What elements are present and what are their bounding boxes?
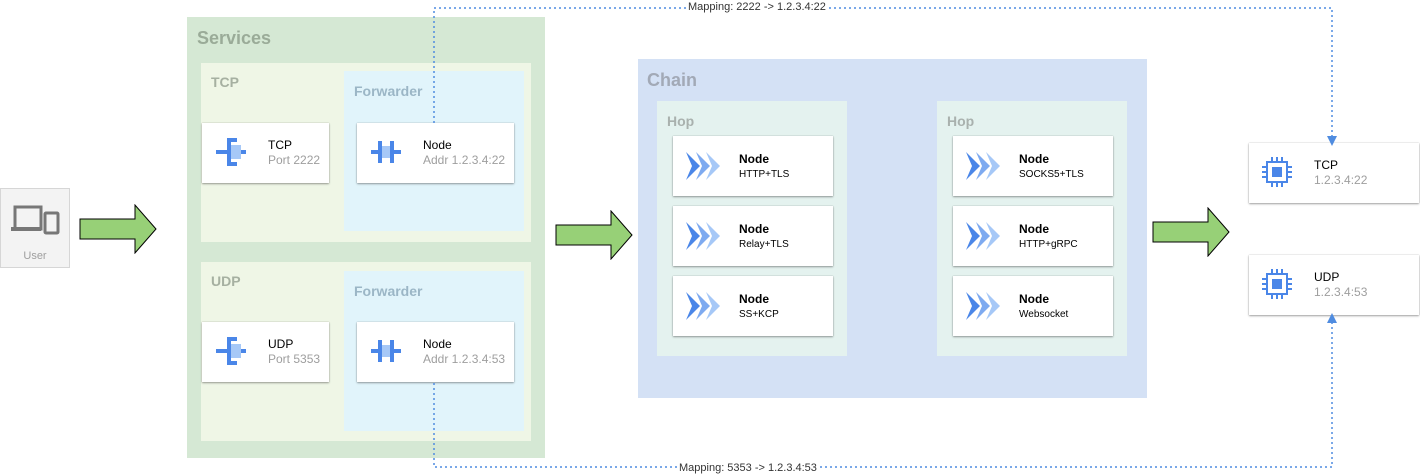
udp-service-card[interactable]: UDP Port 5353 [202, 322, 329, 382]
hop-1-node-2-card[interactable]: Node Relay+TLS [673, 206, 833, 266]
tcp-forwarder-node-title: Node [423, 138, 452, 152]
hop-2-node-1-protocol: SOCKS5+TLS [1019, 169, 1084, 180]
cpu-chip-icon [1262, 269, 1292, 299]
load-balancer-icon [216, 337, 246, 365]
cpu-chip-icon [1262, 157, 1292, 187]
hop-1-node-2-title: Node [739, 222, 769, 236]
chain-title: Chain [647, 70, 698, 90]
udp-forwarder-node-title: Node [423, 337, 452, 351]
hop-2-node-2-card[interactable]: Node HTTP+gRPC [953, 206, 1113, 266]
udp-service-title: UDP [268, 337, 294, 351]
target-udp-card[interactable]: UDP 1.2.3.4:53 [1249, 255, 1419, 315]
target-udp-title: UDP [1314, 270, 1340, 284]
user-label: User [23, 250, 47, 262]
tcp-group-title: TCP [211, 74, 239, 90]
tcp-service-title: TCP [268, 138, 292, 152]
tcp-forwarder-node-card[interactable]: Node Addr 1.2.3.4:22 [357, 123, 514, 183]
arrow-user-to-services [79, 204, 157, 254]
target-udp-addr: 1.2.3.4:53 [1314, 285, 1368, 299]
target-tcp-addr: 1.2.3.4:22 [1314, 173, 1368, 187]
target-tcp-card[interactable]: TCP 1.2.3.4:22 [1249, 143, 1419, 203]
cloud-run-icon [966, 152, 1000, 180]
hop-2-node-3-title: Node [1019, 292, 1049, 306]
udp-service-port: Port 5353 [268, 352, 321, 366]
target-tcp-title: TCP [1314, 158, 1338, 172]
hop-1-node-3-protocol: SS+KCP [739, 309, 779, 320]
cloud-run-icon [966, 292, 1000, 320]
hop-1-node-3-title: Node [739, 292, 769, 306]
services-title: Services [197, 28, 272, 48]
network-node-icon [371, 141, 401, 163]
hop-1-node-3-card[interactable]: Node SS+KCP [673, 276, 833, 336]
cloud-run-icon [686, 292, 720, 320]
hop-1-node-2-protocol: Relay+TLS [739, 239, 789, 250]
devices-icon [11, 205, 60, 235]
network-node-icon [371, 340, 401, 362]
tcp-forwarder-node-addr: Addr 1.2.3.4:22 [423, 153, 506, 167]
arrow-chain-to-targets [1152, 207, 1230, 257]
tcp-service-port: Port 2222 [268, 153, 321, 167]
cloud-run-icon [966, 222, 1000, 250]
hop-2-node-2-title: Node [1019, 222, 1049, 236]
udp-mapping-label: Mapping: 5353 -> 1.2.3.4:53 [677, 462, 819, 474]
load-balancer-icon [216, 138, 246, 166]
hop-1-title: Hop [667, 113, 695, 129]
cloud-run-icon [686, 152, 720, 180]
udp-forwarder-node-card[interactable]: Node Addr 1.2.3.4:53 [357, 322, 514, 382]
hop-2-title: Hop [947, 113, 975, 129]
udp-forwarder-node-addr: Addr 1.2.3.4:53 [423, 352, 506, 366]
hop-2-node-2-protocol: HTTP+gRPC [1019, 239, 1078, 250]
arrow-services-to-chain [555, 210, 633, 260]
tcp-mapping-label: Mapping: 2222 -> 1.2.3.4:22 [686, 1, 828, 13]
hop-1-node-1-protocol: HTTP+TLS [739, 169, 790, 180]
hop-2-node-1-card[interactable]: Node SOCKS5+TLS [953, 136, 1113, 196]
user-box[interactable] [0, 188, 70, 268]
tcp-forwarder-title: Forwarder [354, 83, 423, 99]
hop-2-node-3-card[interactable]: Node Websocket [953, 276, 1113, 336]
hop-2-node-3-protocol: Websocket [1019, 309, 1069, 320]
tcp-service-card[interactable]: TCP Port 2222 [202, 123, 329, 183]
cloud-run-icon [686, 222, 720, 250]
udp-group-title: UDP [211, 273, 241, 289]
hop-2-node-1-title: Node [1019, 152, 1049, 166]
hop-1-node-1-card[interactable]: Node HTTP+TLS [673, 136, 833, 196]
udp-forwarder-title: Forwarder [354, 283, 423, 299]
hop-1-node-1-title: Node [739, 152, 769, 166]
